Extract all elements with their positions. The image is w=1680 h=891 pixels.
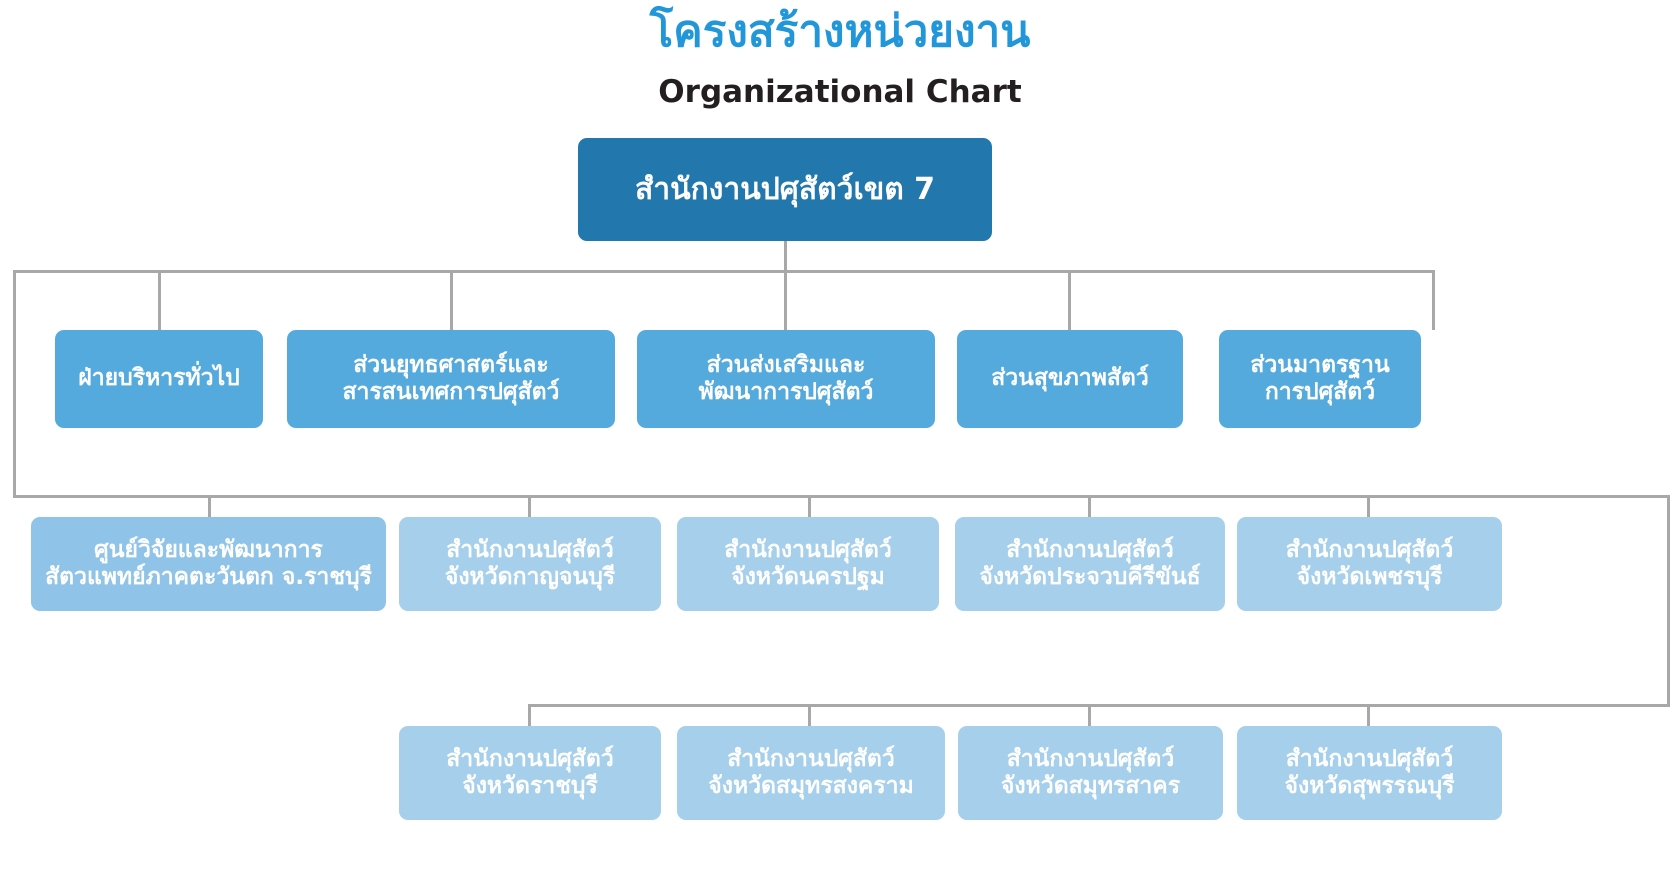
connector-drop-div4 <box>1068 270 1071 330</box>
org-node-div-1-label: ฝ่ายบริหารทั่วไป <box>78 365 240 392</box>
org-node-unit-2-label: สำนักงานปศุสัตว์ จังหวัดกาญจนบุรี <box>444 536 616 590</box>
connector-drop-unit7 <box>808 704 811 726</box>
connector-drop-unit3 <box>808 495 811 517</box>
org-node-div-5-label: ส่วนมาตรฐาน การปศุสัตว์ <box>1250 351 1390 405</box>
page-subtitle-english: Organizational Chart <box>658 74 1022 110</box>
org-node-div-1[interactable]: ฝ่ายบริหารทั่วไป <box>55 330 263 428</box>
connector-drop-div5 <box>1432 270 1435 330</box>
connector-right-spine <box>1667 495 1670 707</box>
org-node-unit-1-label: ศูนย์วิจัยและพัฒนาการ สัตวแพทย์ภาคตะวันต… <box>45 536 372 590</box>
connector-drop-unit4 <box>1088 495 1091 517</box>
org-node-div-4[interactable]: ส่วนสุขภาพสัตว์ <box>957 330 1183 428</box>
org-node-unit-4[interactable]: สำนักงานปศุสัตว์ จังหวัดประจวบคีรีขันธ์ <box>955 517 1225 611</box>
org-node-div-2[interactable]: ส่วนยุทธศาสตร์และ สารสนเทศการปศุสัตว์ <box>287 330 615 428</box>
org-node-unit-2[interactable]: สำนักงานปศุสัตว์ จังหวัดกาญจนบุรี <box>399 517 661 611</box>
connector-bus-level3 <box>528 704 1670 707</box>
connector-drop-unit1 <box>208 495 211 517</box>
org-node-unit-6[interactable]: สำนักงานปศุสัตว์ จังหวัดราชบุรี <box>399 726 661 820</box>
org-node-unit-9-label: สำนักงานปศุสัตว์ จังหวัดสุพรรณบุรี <box>1284 745 1455 799</box>
org-node-unit-4-label: สำนักงานปศุสัตว์ จังหวัดประจวบคีรีขันธ์ <box>979 536 1201 590</box>
org-node-unit-5[interactable]: สำนักงานปศุสัตว์ จังหวัดเพชรบุรี <box>1237 517 1502 611</box>
org-node-unit-8[interactable]: สำนักงานปศุสัตว์ จังหวัดสมุทรสาคร <box>958 726 1223 820</box>
org-node-unit-5-label: สำนักงานปศุสัตว์ จังหวัดเพชรบุรี <box>1285 536 1454 590</box>
connector-bus-level1 <box>13 270 1435 273</box>
connector-root-stem <box>784 240 787 272</box>
org-node-unit-3[interactable]: สำนักงานปศุสัตว์ จังหวัดนครปฐม <box>677 517 939 611</box>
org-node-unit-3-label: สำนักงานปศุสัตว์ จังหวัดนครปฐม <box>724 536 892 590</box>
org-node-unit-6-label: สำนักงานปศุสัตว์ จังหวัดราชบุรี <box>446 745 614 799</box>
connector-drop-div2 <box>450 270 453 330</box>
page-title-thai: โครงสร้างหน่วยงาน <box>649 6 1031 57</box>
org-node-unit-7[interactable]: สำนักงานปศุสัตว์ จังหวัดสมุทรสงคราม <box>677 726 945 820</box>
connector-drop-unit5 <box>1367 495 1370 517</box>
connector-bus-level2 <box>13 495 1670 498</box>
org-node-root-label: สำนักงานปศุสัตว์เขต 7 <box>634 171 936 207</box>
org-node-div-5[interactable]: ส่วนมาตรฐาน การปศุสัตว์ <box>1219 330 1421 428</box>
connector-drop-unit6 <box>528 704 531 726</box>
org-node-div-3[interactable]: ส่วนส่งเสริมและ พัฒนาการปศุสัตว์ <box>637 330 935 428</box>
org-node-div-3-label: ส่วนส่งเสริมและ พัฒนาการปศุสัตว์ <box>698 351 874 405</box>
org-node-unit-7-label: สำนักงานปศุสัตว์ จังหวัดสมุทรสงคราม <box>708 745 914 799</box>
org-node-unit-9[interactable]: สำนักงานปศุสัตว์ จังหวัดสุพรรณบุรี <box>1237 726 1502 820</box>
connector-drop-div1 <box>158 270 161 330</box>
org-node-div-2-label: ส่วนยุทธศาสตร์และ สารสนเทศการปศุสัตว์ <box>342 351 560 405</box>
connector-drop-div3 <box>784 270 787 330</box>
org-node-root[interactable]: สำนักงานปศุสัตว์เขต 7 <box>578 138 992 241</box>
connector-left-spine <box>13 270 16 498</box>
org-node-unit-1[interactable]: ศูนย์วิจัยและพัฒนาการ สัตวแพทย์ภาคตะวันต… <box>31 517 386 611</box>
connector-drop-unit2 <box>528 495 531 517</box>
connector-drop-unit9 <box>1367 704 1370 726</box>
org-node-unit-8-label: สำนักงานปศุสัตว์ จังหวัดสมุทรสาคร <box>1000 745 1181 799</box>
connector-drop-unit8 <box>1088 704 1091 726</box>
org-node-div-4-label: ส่วนสุขภาพสัตว์ <box>991 365 1149 392</box>
